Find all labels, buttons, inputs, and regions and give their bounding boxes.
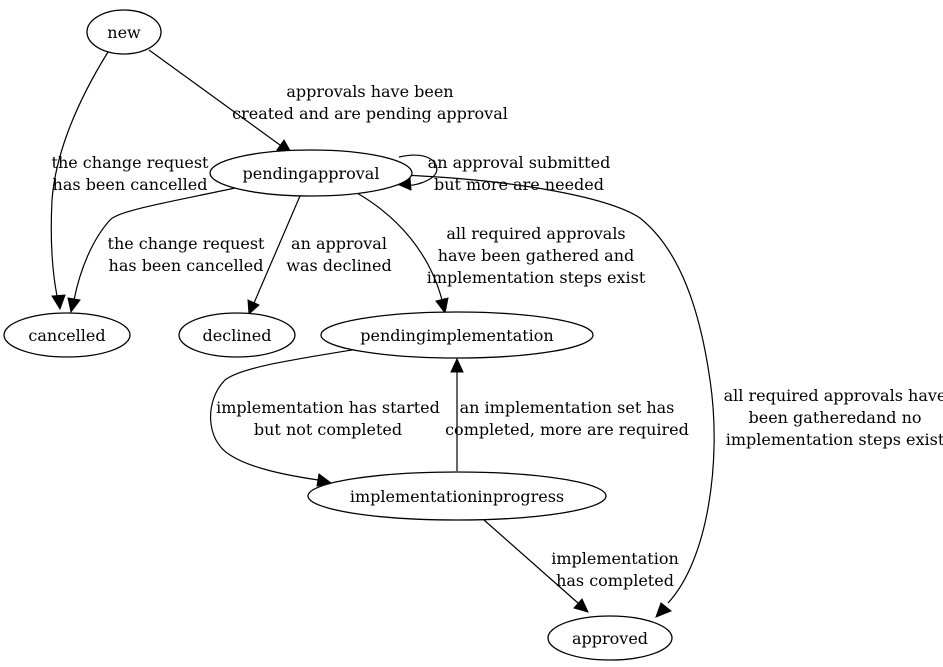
edge-line bbox=[210, 349, 353, 481]
node-shape bbox=[178, 312, 296, 358]
label-line: but not completed bbox=[254, 420, 402, 439]
arrowhead bbox=[51, 294, 66, 311]
edge-line bbox=[400, 174, 715, 604]
node-shape bbox=[86, 9, 162, 55]
label-line: an approval bbox=[291, 234, 387, 253]
edge-line bbox=[483, 519, 579, 604]
node-shape bbox=[320, 311, 594, 359]
label-line: implementation steps exist bbox=[427, 268, 646, 287]
label-pendingapproval-to-cancelled: the change request has been cancelled bbox=[108, 234, 266, 275]
label-new-to-cancelled: the change request has been cancelled bbox=[52, 153, 210, 194]
node-label: approved bbox=[572, 629, 648, 648]
arrowhead bbox=[67, 297, 81, 314]
node-label: pendingapproval bbox=[243, 164, 380, 183]
edge-line bbox=[148, 49, 281, 146]
label-line: the change request bbox=[108, 234, 266, 253]
node-label: cancelled bbox=[28, 326, 105, 345]
edge-pendingapproval-to-declined bbox=[247, 195, 301, 316]
edge-line bbox=[398, 154, 438, 186]
label-implementationinprogress-to-pendingimplementation: an implementation set has completed, mor… bbox=[445, 398, 689, 439]
label-pendingapproval-to-approved: all required approvals have been gathere… bbox=[724, 386, 943, 449]
arrowhead bbox=[450, 357, 464, 373]
edge-line bbox=[73, 187, 236, 301]
node-pendingimplementation: pendingimplementation bbox=[320, 311, 594, 359]
edge-pendingimplementation-to-implementationinprogress bbox=[210, 349, 353, 487]
edge-pendingapproval-to-pendingimplementation bbox=[356, 192, 449, 315]
node-label: new bbox=[107, 23, 141, 42]
label-pendingapproval-to-pendingimplementation: all required approvals have been gathere… bbox=[427, 224, 646, 287]
label-line: approvals have been bbox=[286, 82, 453, 101]
label-pendingapproval-to-declined: an approval was declined bbox=[286, 234, 391, 275]
node-label: implementationinprogress bbox=[350, 487, 564, 506]
label-line: all required approvals have bbox=[724, 386, 943, 405]
node-label: declined bbox=[203, 326, 272, 345]
label-line: all required approvals bbox=[446, 224, 625, 243]
node-shape bbox=[209, 149, 413, 197]
node-cancelled: cancelled bbox=[3, 312, 131, 358]
label-line: an implementation set has bbox=[460, 398, 675, 417]
label-line: completed, more are required bbox=[445, 420, 689, 439]
label-line: has been cancelled bbox=[53, 175, 208, 194]
node-shape bbox=[547, 615, 673, 661]
label-line: was declined bbox=[286, 256, 391, 275]
edge-line bbox=[253, 195, 301, 304]
node-new: new bbox=[86, 9, 162, 55]
edge-new-to-cancelled bbox=[50, 51, 109, 311]
arrowhead bbox=[655, 602, 672, 618]
arrowhead bbox=[435, 297, 449, 315]
label-line: created and are pending approval bbox=[232, 104, 508, 123]
label-line: have been gathered and bbox=[438, 246, 635, 265]
label-line: an approval submitted bbox=[428, 153, 611, 172]
node-shape bbox=[307, 471, 607, 521]
node-implementationinprogress: implementationinprogress bbox=[307, 471, 607, 521]
node-label: pendingimplementation bbox=[360, 326, 553, 345]
label-line: implementation has started bbox=[216, 398, 440, 417]
label-implementationinprogress-to-approved: implementation has completed bbox=[551, 549, 679, 590]
node-pendingapproval: pendingapproval bbox=[209, 149, 413, 197]
edge-line bbox=[50, 51, 109, 297]
label-new-to-pendingapproval: approvals have been created and are pend… bbox=[232, 82, 508, 123]
label-line: implementation steps exist bbox=[726, 430, 943, 449]
node-declined: declined bbox=[178, 312, 296, 358]
arrowhead bbox=[573, 598, 589, 613]
label-line: the change request bbox=[52, 153, 210, 172]
label-line: has completed bbox=[556, 571, 674, 590]
label-line: implementation bbox=[551, 549, 679, 568]
label-line: has been cancelled bbox=[109, 256, 264, 275]
edge-implementationinprogress-to-approved bbox=[483, 519, 589, 613]
label-pendingimplementation-to-implementationinprogress: implementation has started but not compl… bbox=[216, 398, 440, 439]
label-line: but more are needed bbox=[434, 175, 604, 194]
label-line: been gatheredand no bbox=[748, 408, 921, 427]
edge-new-to-pendingapproval bbox=[148, 49, 294, 155]
edge-implementationinprogress-to-pendingimplementation bbox=[450, 357, 464, 471]
node-shape bbox=[3, 312, 131, 358]
edge-pendingapproval-to-approved bbox=[400, 174, 715, 618]
node-approved: approved bbox=[547, 615, 673, 661]
edge-line bbox=[356, 192, 443, 301]
arrowhead bbox=[247, 299, 260, 316]
edge-pendingapproval-to-cancelled bbox=[67, 187, 236, 314]
label-pendingapproval-self-loop: an approval submitted but more are neede… bbox=[428, 153, 611, 194]
